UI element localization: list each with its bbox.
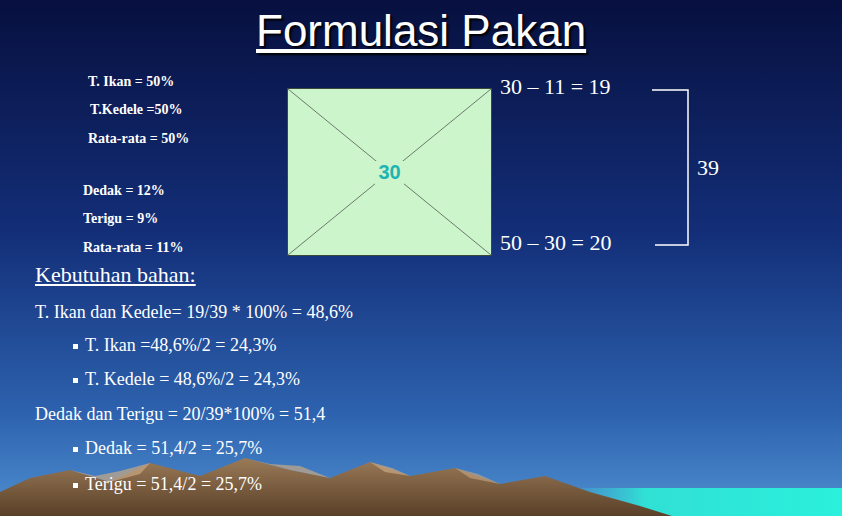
- bullet-marker: [73, 344, 78, 349]
- target-value: 30: [375, 161, 403, 184]
- slide-title: Formulasi Pakan: [256, 6, 586, 57]
- ingredient-value: Dedak = 12%: [83, 183, 165, 199]
- section-heading: Kebutuhan bahan:: [35, 262, 196, 287]
- difference-calc: 30 – 11 = 19: [500, 74, 611, 99]
- ingredient-value: Terigu = 9%: [83, 211, 158, 227]
- calculation-line: T. Ikan =48,6%/2 = 24,3%: [85, 335, 276, 356]
- ingredient-value: T. Ikan = 50%: [88, 74, 174, 90]
- pearson-square: 30: [287, 88, 492, 256]
- difference-calc: 50 – 30 = 20: [500, 230, 611, 255]
- ingredient-value: T.Kedele =50%: [90, 102, 182, 118]
- average-value: Rata-rata = 11%: [83, 240, 184, 256]
- calculation-line: Dedak dan Terigu = 20/39*100% = 51,4: [35, 404, 325, 425]
- average-value: Rata-rata = 50%: [88, 131, 189, 147]
- bracket: [652, 90, 688, 245]
- calculation-line: T. Kedele = 48,6%/2 = 24,3%: [85, 369, 300, 390]
- bullet-marker: [73, 483, 78, 488]
- calculation-line: Terigu = 51,4/2 = 25,7%: [85, 474, 262, 495]
- square-content: 30: [288, 89, 491, 255]
- bullet-marker: [73, 447, 78, 452]
- bullet-marker: [73, 378, 78, 383]
- calculation-line: T. Ikan dan Kedele= 19/39 * 100% = 48,6%: [35, 302, 353, 323]
- calculation-line: Dedak = 51,4/2 = 25,7%: [85, 438, 262, 459]
- difference-sum: 39: [697, 155, 719, 180]
